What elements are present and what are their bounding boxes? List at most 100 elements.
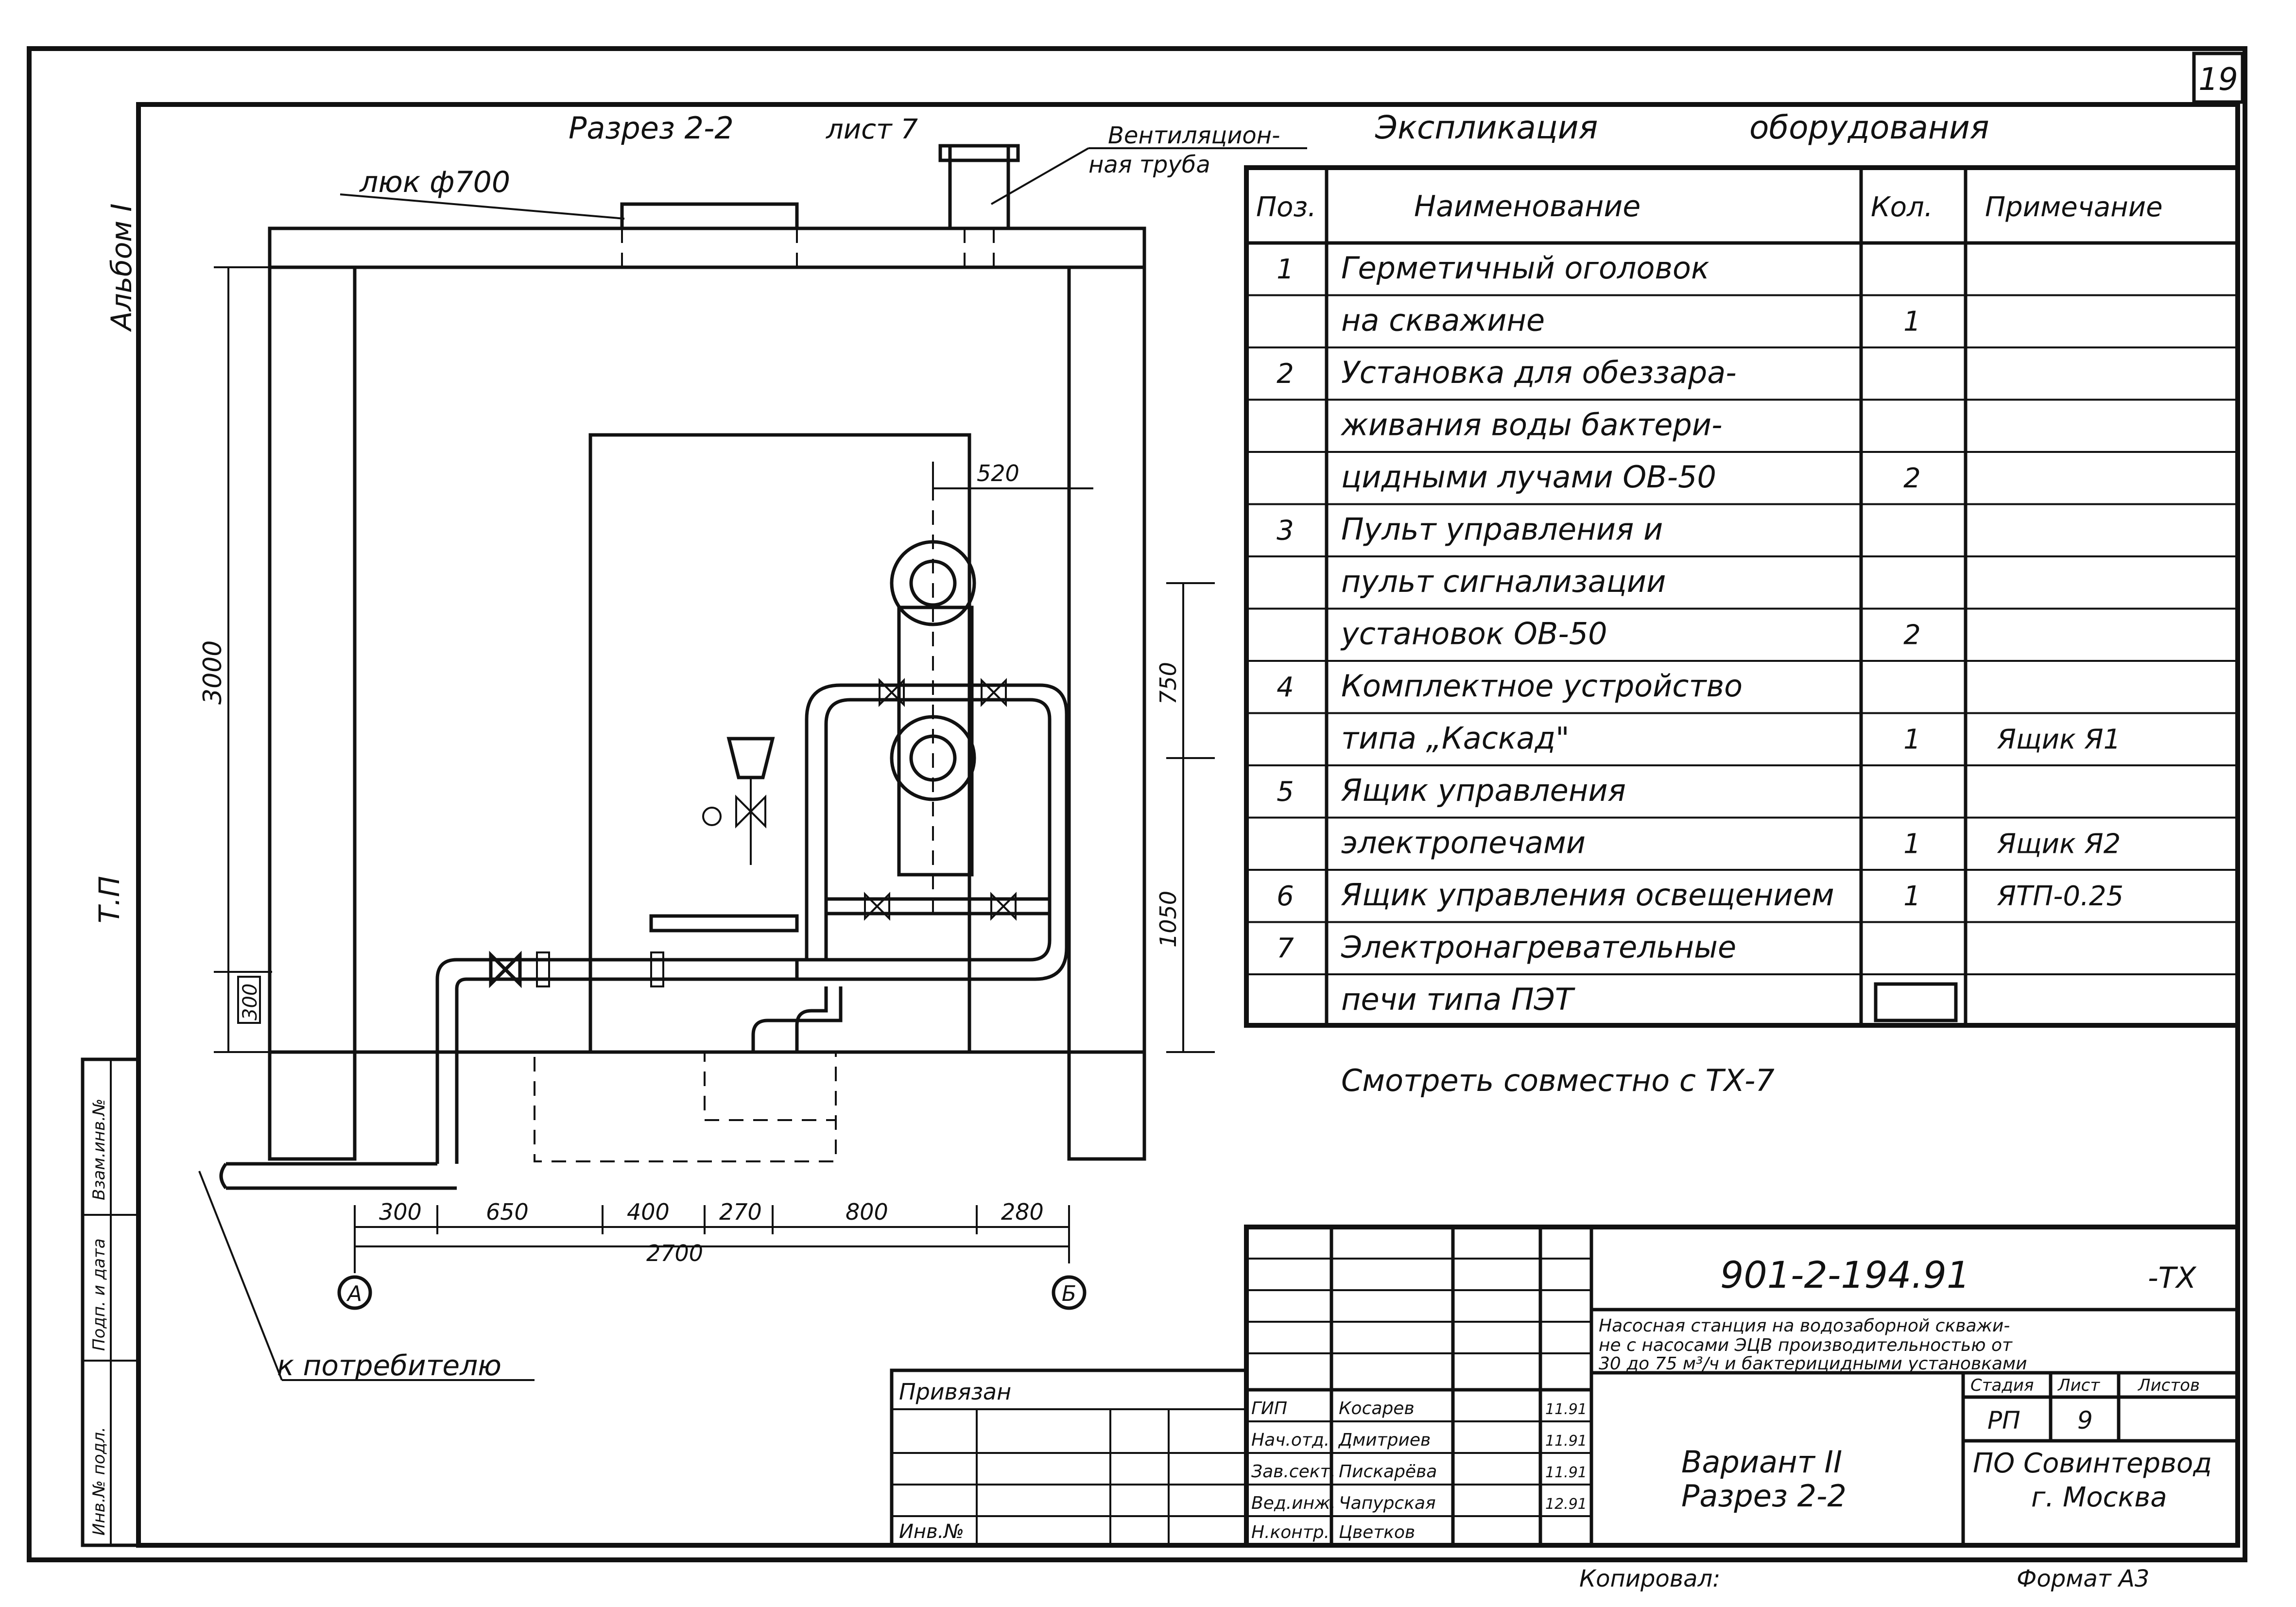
role-date-2: 11.91 xyxy=(1545,1464,1587,1481)
table-cell-qty: 2 xyxy=(1903,463,1921,494)
role-date-0: 11.91 xyxy=(1545,1401,1587,1418)
left-wall xyxy=(268,265,357,1161)
role-date-3: 12.91 xyxy=(1545,1496,1587,1513)
stamp-desc-2: не с насосами ЭЦВ производительностью от xyxy=(1599,1335,2013,1355)
table-cell-qty: 1 xyxy=(1903,306,1921,338)
drawing-code-suffix: -ТХ xyxy=(2148,1261,2197,1295)
vent-pipe xyxy=(948,144,1010,230)
org-1: ПО Совинтервод xyxy=(1973,1448,2212,1479)
stamp-title-1: Вариант II xyxy=(1681,1444,1842,1480)
table-cell-name: Комплектное устройство xyxy=(1341,668,1743,704)
stamp-title-2: Разрез 2-2 xyxy=(1681,1478,1847,1514)
table-cell-pos: 5 xyxy=(1277,776,1294,808)
role-name-3: Чапурская xyxy=(1339,1493,1436,1513)
hatch-label: люк ф700 xyxy=(359,165,510,199)
explication-title-2: оборудования xyxy=(1749,109,1989,146)
consumer-label: к потребителю xyxy=(277,1349,501,1382)
title-block: ГИП Косарев 11.91 Нач.отд. Дмитриев 11.9… xyxy=(1244,1225,2240,1548)
pipe-consumer xyxy=(226,1162,457,1190)
dim-bottom-1: 650 xyxy=(486,1199,529,1225)
role-3: Вед.инж. xyxy=(1251,1493,1336,1513)
table-cell-name: Герметичный оголовок xyxy=(1341,250,1709,286)
pipe-riser xyxy=(435,958,486,1164)
role-name-4: Цветков xyxy=(1339,1522,1415,1542)
table-cell-name: установок ОВ-50 xyxy=(1340,616,1607,652)
table-cell-name: Установка для обеззара- xyxy=(1341,355,1737,390)
stamp-desc-3: 30 до 75 м³/ч и бактерицидными установка… xyxy=(1599,1354,2027,1374)
roof-slab xyxy=(268,226,1146,269)
table-cell-name: Ящик управления xyxy=(1341,773,1626,808)
table-cell-note: Ящик Я2 xyxy=(1997,829,2121,860)
dim-1050: 1050 xyxy=(1155,891,1181,948)
axis-a-marker xyxy=(337,1275,372,1310)
table-cell-name: Пульт управления и xyxy=(1341,512,1663,547)
axis-a: А xyxy=(346,1281,362,1306)
header-qty: Кол. xyxy=(1871,191,1933,223)
table-cell-pos: 6 xyxy=(1277,881,1294,912)
sheet-value: 9 xyxy=(2077,1406,2093,1434)
table-cell-pos: 7 xyxy=(1277,933,1294,965)
dim-top: 520 xyxy=(977,460,1019,486)
pipe-main xyxy=(486,958,799,981)
binding-block: Привязан Инв.№ xyxy=(890,1368,1248,1547)
org-2: г. Москва xyxy=(2031,1482,2167,1513)
bound-label: Привязан xyxy=(899,1379,1011,1405)
table-cell-pos: 3 xyxy=(1277,515,1294,547)
stamp-desc-1: Насосная станция на водозаборной скважи- xyxy=(1599,1316,2010,1336)
table-cell-name: Ящик управления освещением xyxy=(1341,877,1834,913)
table-cell-name: типа „Каскад" xyxy=(1341,721,1570,756)
role-date-1: 11.91 xyxy=(1545,1433,1587,1450)
role-name-0: Косарев xyxy=(1339,1399,1415,1418)
dim-total-width: 2700 xyxy=(646,1240,703,1266)
table-cell-name: на скважине xyxy=(1341,303,1545,338)
uv-unit-column xyxy=(897,605,974,877)
dim-bottom-5: 280 xyxy=(1001,1199,1044,1225)
outer-frame xyxy=(27,46,2247,1562)
left-stamp-label-1: Подп. и дата xyxy=(89,1238,109,1351)
sheet-number: 19 xyxy=(2198,62,2238,98)
role-0: ГИП xyxy=(1251,1399,1287,1418)
pipe-loop-right xyxy=(797,698,1052,962)
table-cell-note: ЯТП-0.25 xyxy=(1997,881,2123,912)
section-drawing: Разрез 2-2 лист 7 люк ф700 Вентиляцион- … xyxy=(198,110,1307,1382)
left-stamp: Инв.№ подл. Подп. и дата Взам.инв.№ xyxy=(81,1057,140,1547)
sheet-header: Лист xyxy=(2057,1376,2100,1395)
see-also: Смотреть совместно с ТХ-7 xyxy=(1341,1063,1775,1098)
table-cell-name: пульт сигнализации xyxy=(1341,564,1666,599)
dim-height-total: 3000 xyxy=(198,640,227,705)
table-cell-qty: 1 xyxy=(1903,724,1921,756)
valve xyxy=(489,950,522,988)
dim-750: 750 xyxy=(1155,662,1181,705)
table-cell-qty: 2 xyxy=(1903,620,1921,651)
table-cell-note: Ящик Я1 xyxy=(1997,724,2121,756)
table-cell-qty: 1 xyxy=(1903,881,1921,912)
role-name-2: Пискарёва xyxy=(1339,1462,1437,1482)
table-cell-qty: 1 xyxy=(1903,829,1921,860)
pit xyxy=(534,1051,837,1162)
table-cell-name: живания воды бактери- xyxy=(1340,407,1722,443)
inv-label: Инв.№ xyxy=(899,1521,964,1543)
left-stamp-label-2: Взам.инв.№ xyxy=(89,1099,109,1200)
right-wall xyxy=(1067,265,1146,1161)
dim-bottom-3: 270 xyxy=(719,1199,762,1225)
vent-label-1: Вентиляцион- xyxy=(1108,122,1280,149)
sheet-number-box xyxy=(2192,52,2244,104)
table-cell-pos: 1 xyxy=(1277,254,1294,285)
dim-height-base: 300 xyxy=(239,984,261,1020)
table-cell-name: цидными лучами ОВ-50 xyxy=(1341,459,1716,495)
section-sheet-ref: лист 7 xyxy=(826,114,918,145)
header-name: Наименование xyxy=(1414,190,1640,224)
table-cell-name: Электронагревательные xyxy=(1341,930,1736,965)
header-note: Примечание xyxy=(1985,191,2163,223)
hatch xyxy=(620,202,799,230)
pipe-loop-left xyxy=(824,698,865,960)
sheets-header: Листов xyxy=(2137,1376,2200,1395)
role-2: Зав.сект. xyxy=(1251,1462,1336,1482)
role-4: Н.контр. xyxy=(1251,1522,1329,1542)
format-label: Формат А3 xyxy=(2017,1565,2149,1592)
side-code: Т.П xyxy=(93,876,126,923)
left-stamp-label-0: Инв.№ подл. xyxy=(89,1427,109,1536)
vent-label-2: ная труба xyxy=(1088,151,1210,178)
